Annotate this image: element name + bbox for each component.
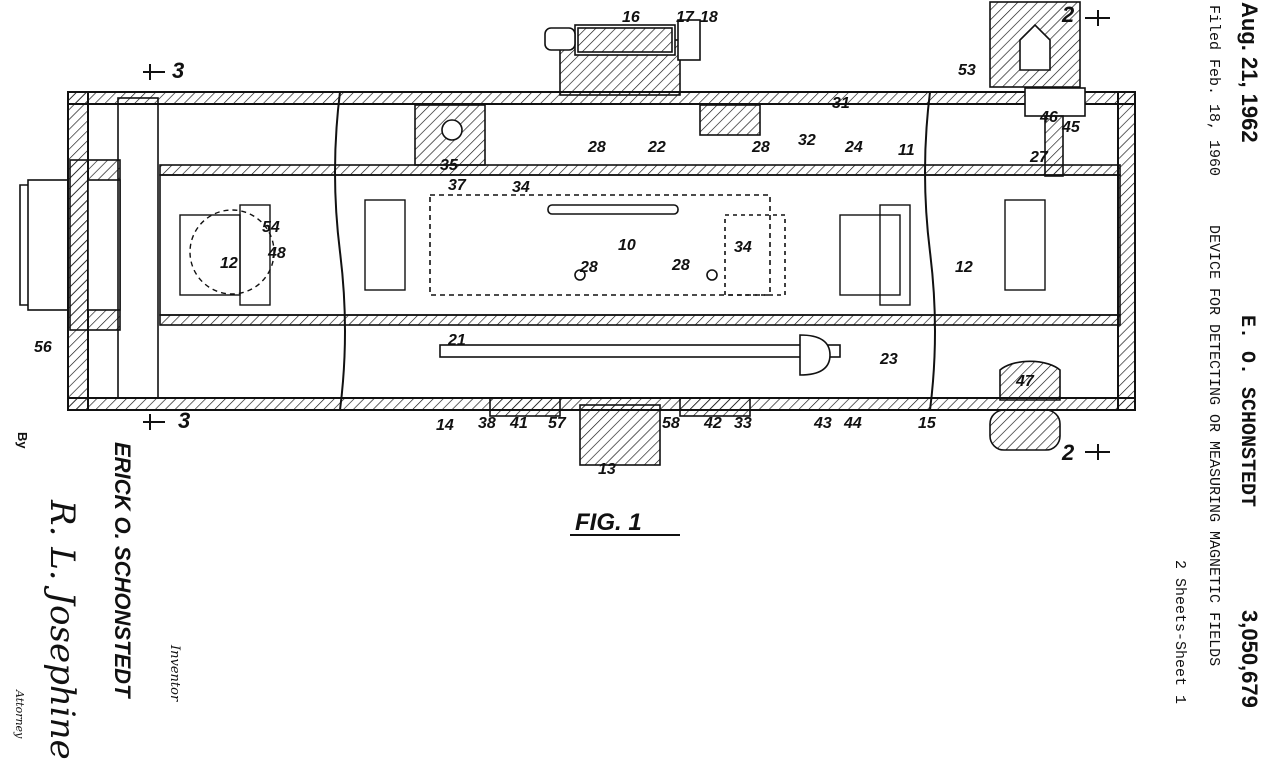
reference-numeral-15: 15 bbox=[918, 415, 937, 432]
reference-numeral-56: 56 bbox=[34, 339, 52, 356]
section-arrows bbox=[143, 10, 1110, 460]
reference-numeral-48: 48 bbox=[267, 245, 286, 262]
reference-numeral-13: 13 bbox=[598, 461, 616, 478]
reference-numeral-46: 46 bbox=[1039, 109, 1058, 126]
patent-number: 3,050,679 bbox=[1237, 610, 1262, 708]
reference-numeral-34: 34 bbox=[512, 179, 530, 196]
figure-caption: FIG. 1 bbox=[575, 509, 642, 536]
attorney-label: Attorney bbox=[13, 690, 26, 739]
reference-numeral-23: 23 bbox=[879, 351, 898, 368]
reference-numeral-17: 17 bbox=[676, 9, 695, 26]
reference-numeral-33: 33 bbox=[734, 415, 752, 432]
reference-numeral-58: 58 bbox=[662, 415, 680, 432]
adjustment-knob bbox=[989, 360, 1061, 451]
reference-numeral-3: 3 bbox=[178, 408, 190, 433]
reference-numeral-41: 41 bbox=[509, 415, 528, 432]
reference-numeral-3: 3 bbox=[172, 58, 184, 83]
reference-numeral-47: 47 bbox=[1015, 373, 1035, 390]
reference-numeral-44: 44 bbox=[843, 415, 862, 432]
reference-numeral-28: 28 bbox=[587, 139, 606, 156]
reference-numeral-28: 28 bbox=[671, 257, 690, 274]
reference-numeral-2: 2 bbox=[1061, 2, 1075, 27]
patent-drawing-fig-1: 1617182545552533313537342822283224114645… bbox=[19, 1, 1136, 536]
reference-numeral-42: 42 bbox=[703, 415, 722, 432]
by-label: By bbox=[15, 432, 30, 449]
reference-numeral-53: 53 bbox=[958, 62, 976, 79]
reference-numeral-38: 38 bbox=[478, 415, 496, 432]
sheet-count: 2 Sheets-Sheet 1 bbox=[1171, 560, 1188, 705]
patent-title: DEVICE FOR DETECTING OR MEASURING MAGNET… bbox=[1205, 225, 1222, 667]
reference-numeral-31: 31 bbox=[832, 95, 850, 112]
reference-numeral-18: 18 bbox=[700, 9, 718, 26]
bottom-mount bbox=[439, 334, 841, 466]
inventor-name: ERICK O. SCHONSTEDT bbox=[110, 442, 135, 698]
reference-numeral-45: 45 bbox=[1061, 119, 1081, 136]
reference-numeral-16: 16 bbox=[622, 9, 640, 26]
reference-numeral-35: 35 bbox=[440, 157, 459, 174]
reference-numeral-14: 14 bbox=[436, 417, 454, 434]
top-right-box bbox=[989, 1, 1086, 177]
reference-numeral-2: 2 bbox=[1061, 440, 1075, 465]
patent-date: Aug. 21, 1962 bbox=[1237, 2, 1262, 143]
reference-numeral-27: 27 bbox=[1029, 149, 1049, 166]
reference-numeral-34: 34 bbox=[734, 239, 752, 256]
reference-numeral-24: 24 bbox=[844, 139, 863, 156]
filed-date: Filed Feb. 18, 1960 bbox=[1205, 5, 1222, 177]
reference-numerals: 1617182545552533313537342822283224114645… bbox=[34, 2, 1081, 478]
inner-tube bbox=[159, 164, 1121, 326]
top-mount bbox=[414, 19, 761, 166]
left-connector bbox=[19, 97, 159, 399]
inventor-label: Inventor bbox=[167, 645, 182, 702]
reference-numeral-22: 22 bbox=[647, 139, 666, 156]
reference-numeral-21: 21 bbox=[447, 332, 466, 349]
break-lines bbox=[334, 91, 936, 411]
reference-numeral-11: 11 bbox=[898, 142, 915, 159]
sensor-coils bbox=[179, 199, 1046, 306]
reference-numeral-54: 54 bbox=[262, 219, 280, 236]
reference-numeral-28: 28 bbox=[751, 139, 770, 156]
reference-numeral-57: 57 bbox=[548, 415, 567, 432]
reference-numeral-28: 28 bbox=[579, 259, 598, 276]
reference-numeral-10: 10 bbox=[618, 237, 636, 254]
inventor-short: E. O. SCHONSTEDT bbox=[1235, 315, 1258, 508]
reference-numeral-43: 43 bbox=[813, 415, 832, 432]
reference-numeral-12: 12 bbox=[955, 259, 973, 276]
reference-numeral-32: 32 bbox=[798, 132, 816, 149]
reference-numeral-12: 12 bbox=[220, 255, 238, 272]
attorney-signature: R. L. Josephine bbox=[42, 500, 82, 760]
reference-numeral-37: 37 bbox=[448, 177, 467, 194]
